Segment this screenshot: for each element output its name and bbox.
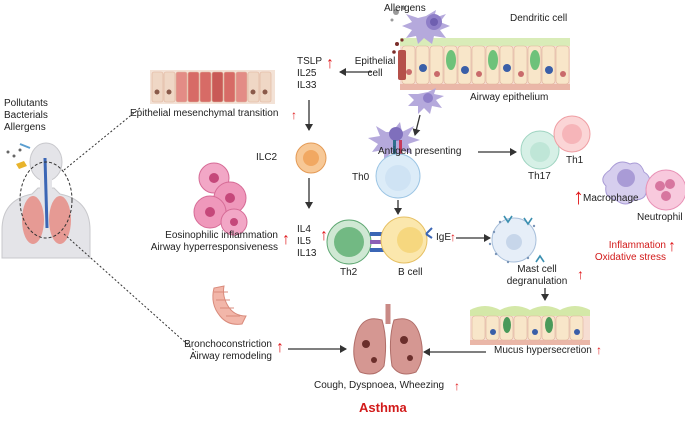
mucus-label: Mucus hypersecretion [494, 345, 592, 356]
th2-cell [326, 219, 372, 265]
antigen-presenting-label: Antigen presenting [378, 146, 462, 157]
macrophage-label: Macrophage [583, 193, 639, 204]
allergens-left-label: Allergens [4, 122, 46, 133]
broncho-up-arrow: ↑ [276, 339, 284, 356]
dendritic-cell-lower [408, 88, 444, 114]
neutrophil-label: Neutrophil [637, 212, 683, 223]
th0-cell [375, 153, 421, 199]
ilc2-cell [295, 142, 327, 174]
il5-label: IL5 [297, 236, 311, 247]
airway-epithelium-label: Airway epithelium [470, 92, 549, 103]
dendritic-cell-top [402, 10, 450, 44]
th17-cell [520, 130, 560, 170]
ige-label: IgE [436, 232, 452, 243]
th1-label: Th1 [566, 155, 584, 166]
th1-cell [553, 115, 591, 153]
dotted-connector-emt [63, 107, 141, 171]
b-cell [380, 216, 428, 264]
allergens-top-label: Allergens [384, 3, 426, 14]
eosinophil-cluster [193, 162, 248, 236]
ilc2-label: ILC2 [256, 152, 278, 163]
mast-cell [486, 215, 545, 264]
pathway-arrows [288, 68, 549, 356]
asthma-title: Asthma [359, 400, 407, 415]
emt-epithelium-illustration [150, 70, 275, 104]
inflammation-up-arrow: ↑ [668, 238, 676, 255]
arrow-epi-to-dc [412, 114, 421, 136]
symptoms-up-arrow: ↑ [454, 379, 460, 393]
oxidative-stress-label: Oxidative stress [594, 252, 666, 263]
tcr-bcr-interaction [370, 232, 386, 252]
il4-label: IL4 [297, 224, 311, 235]
human-silhouette [1, 142, 91, 259]
immune-up-arrow: ↑ [573, 184, 584, 209]
eos-up-arrow: ↑ [282, 231, 290, 248]
neutrophil-cell [645, 169, 685, 211]
tslp-label: TSLP [297, 56, 323, 67]
inflammation-label: Inflammation [608, 240, 666, 251]
th17-label: Th17 [528, 171, 551, 182]
th2-label: Th2 [340, 267, 358, 278]
il25-label: IL25 [297, 68, 317, 79]
lungs-illustration [353, 304, 423, 375]
il-up-arrow: ↑ [320, 227, 328, 244]
bcell-label: B cell [398, 267, 423, 278]
allergen-particles-top [390, 6, 406, 22]
mucus-up-arrow: ↑ [596, 343, 602, 357]
il33-label: IL33 [297, 80, 317, 91]
emt-label: Epithelial mesenchymal transition [130, 108, 279, 119]
symptoms-label: Cough, Dyspnoea, Wheezing [314, 380, 445, 391]
dotted-connector-broncho [63, 233, 197, 353]
il13-label: IL13 [297, 248, 317, 259]
emt-up-arrow: ↑ [291, 108, 297, 122]
pollutants-label: Pollutants [4, 98, 48, 109]
ige-up-arrow: ↑ [450, 230, 456, 244]
tcr-receptor [393, 140, 402, 156]
macrophage-cell [602, 161, 650, 205]
mast-up-arrow: ↑ [577, 266, 584, 282]
mucus-epithelium-illustration [470, 306, 590, 345]
ige-antibody [425, 227, 433, 239]
tslp-up-arrow: ↑ [326, 55, 334, 72]
dendritic-cell-label: Dendritic cell [510, 13, 568, 24]
airway-epithelium-illustration [392, 38, 570, 90]
bronchus-illustration [212, 285, 247, 325]
bacterials-label: Bacterials [4, 110, 48, 121]
th0-label: Th0 [352, 172, 370, 183]
